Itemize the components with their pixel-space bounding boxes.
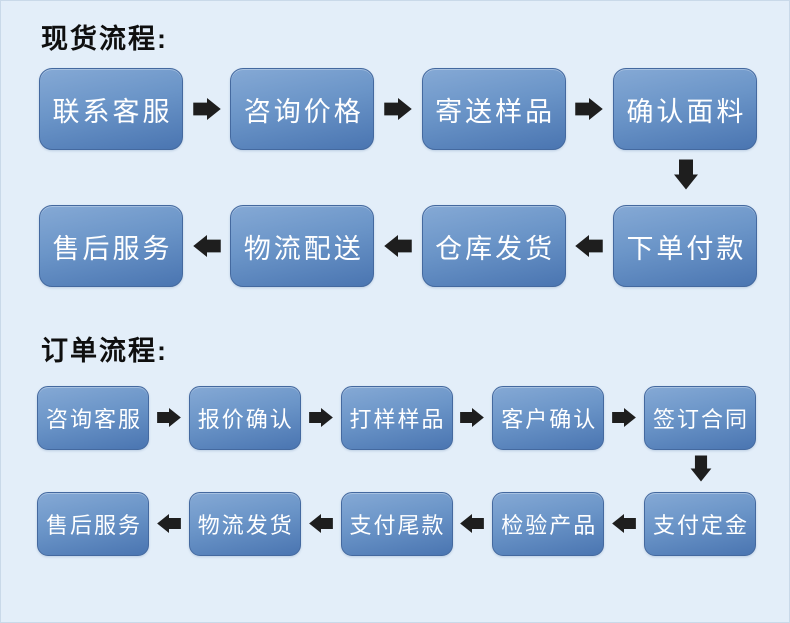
order-flow-row-1: 咨询客服 报价确认 打样样品 客户确认 签订合同 xyxy=(37,385,756,450)
flow-step-box: 仓库发货 xyxy=(421,205,566,287)
arrow-left-icon xyxy=(384,235,412,257)
flow-step-label: 打样样品 xyxy=(349,406,446,432)
flow-step-box: 咨询价格 xyxy=(230,68,375,150)
flow-step-label: 报价确认 xyxy=(197,406,294,432)
arrow-left-icon xyxy=(612,514,636,533)
flow-step-label: 检验产品 xyxy=(501,512,598,538)
flow-step-label: 物流配送 xyxy=(243,233,364,264)
flow-step-box: 售后服务 xyxy=(37,491,149,556)
flow-step-box: 支付尾款 xyxy=(340,491,453,556)
arrow-right-icon xyxy=(384,98,412,120)
flow-step-label: 物流发货 xyxy=(197,512,294,538)
flow-step-box: 寄送样品 xyxy=(421,68,566,150)
arrow-down-icon xyxy=(671,158,701,190)
flow-step-box: 报价确认 xyxy=(188,385,301,450)
arrow-left-icon xyxy=(308,514,333,533)
flow-step-box: 检验产品 xyxy=(492,491,605,556)
flow-step-label: 支付尾款 xyxy=(349,512,446,538)
flow-step-label: 售后服务 xyxy=(52,233,173,264)
arrow-down-icon xyxy=(688,453,714,483)
flow-step-label: 联系客服 xyxy=(52,96,173,127)
spot-flow-row-2: 售后服务 物流配送 仓库发货 下单付款 xyxy=(39,205,757,287)
arrow-right-icon xyxy=(575,98,604,120)
flow-step-box: 打样样品 xyxy=(340,385,453,450)
order-flow-title: 订单流程: xyxy=(41,336,168,366)
flow-step-label: 签订合同 xyxy=(652,406,749,432)
arrow-left-icon xyxy=(157,514,181,533)
arrow-right-icon xyxy=(308,408,333,427)
flow-step-label: 客户确认 xyxy=(501,406,598,432)
flow-step-label: 下单付款 xyxy=(626,233,747,264)
flow-step-label: 咨询价格 xyxy=(243,96,364,127)
flow-step-box: 咨询客服 xyxy=(37,385,149,450)
flow-step-box: 物流配送 xyxy=(230,205,375,287)
flow-step-label: 寄送样品 xyxy=(435,96,556,127)
flow-step-label: 确认面料 xyxy=(626,96,747,127)
arrow-left-icon xyxy=(575,235,604,257)
flow-step-label: 咨询客服 xyxy=(45,406,142,432)
order-flow-row-2: 售后服务 物流发货 支付尾款 检验产品 支付定金 xyxy=(37,491,756,556)
flow-step-box: 物流发货 xyxy=(188,491,301,556)
arrow-left-icon xyxy=(192,235,221,257)
arrow-right-icon xyxy=(612,408,636,427)
flow-step-box: 签订合同 xyxy=(644,385,756,450)
spot-flow-title: 现货流程: xyxy=(41,24,168,54)
flow-step-box: 售后服务 xyxy=(39,205,183,287)
arrow-right-icon xyxy=(460,408,485,427)
flow-step-box: 下单付款 xyxy=(612,205,757,287)
flow-step-box: 确认面料 xyxy=(612,68,757,150)
flow-step-box: 支付定金 xyxy=(644,491,756,556)
spot-flow-row-1: 联系客服 咨询价格 寄送样品 确认面料 xyxy=(39,68,757,150)
flow-step-box: 联系客服 xyxy=(39,68,183,150)
arrow-left-icon xyxy=(460,514,485,533)
flow-step-label: 支付定金 xyxy=(652,512,749,538)
flow-step-label: 仓库发货 xyxy=(435,233,556,264)
arrow-right-icon xyxy=(192,98,221,120)
flow-step-label: 售后服务 xyxy=(45,512,142,538)
flow-step-box: 客户确认 xyxy=(492,385,605,450)
arrow-right-icon xyxy=(157,408,181,427)
